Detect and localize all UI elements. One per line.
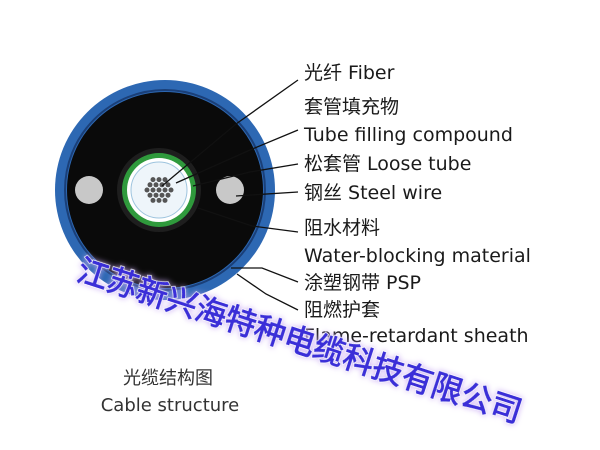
- caption-en: Cable structure: [101, 395, 240, 416]
- fiber-bundle: [144, 177, 174, 203]
- leader-steel-wire: [235, 191, 299, 197]
- leader-fiber: [161, 79, 299, 187]
- label-fiber: 光纤 Fiber: [304, 62, 395, 84]
- leader-water-blocking: [197, 207, 299, 233]
- leader-loose-tube: [192, 163, 299, 187]
- leader-sheath: [236, 273, 299, 311]
- leader-psp: [231, 267, 299, 283]
- label-filling-zh: 套管填充物: [304, 96, 399, 118]
- caption: 光缆结构图 Cable structure: [101, 368, 240, 416]
- label-sheath-zh: 阻燃护套: [304, 299, 380, 321]
- label-loose-tube: 松套管 Loose tube: [304, 153, 471, 175]
- leader-filling: [175, 129, 299, 184]
- labels: 光纤 Fiber 套管填充物 Tube filling compound 松套管…: [303, 62, 531, 347]
- label-psp: 涂塑钢带 PSP: [304, 272, 421, 294]
- caption-zh: 光缆结构图: [123, 368, 213, 389]
- label-filling-en: Tube filling compound: [303, 124, 513, 146]
- psp-tape-ring: [64, 89, 266, 291]
- tube-filling-edge: [130, 161, 188, 219]
- steel-wire-left: [75, 176, 103, 204]
- label-steel-wire: 钢丝 Steel wire: [304, 182, 442, 204]
- label-water-blocking-zh: 阻水材料: [304, 217, 380, 239]
- label-sheath-en: Flame-retardant sheath: [304, 325, 529, 347]
- steel-wire-right: [216, 176, 244, 204]
- label-water-blocking-en: Water-blocking material: [304, 245, 531, 267]
- leader-lines: [161, 79, 299, 311]
